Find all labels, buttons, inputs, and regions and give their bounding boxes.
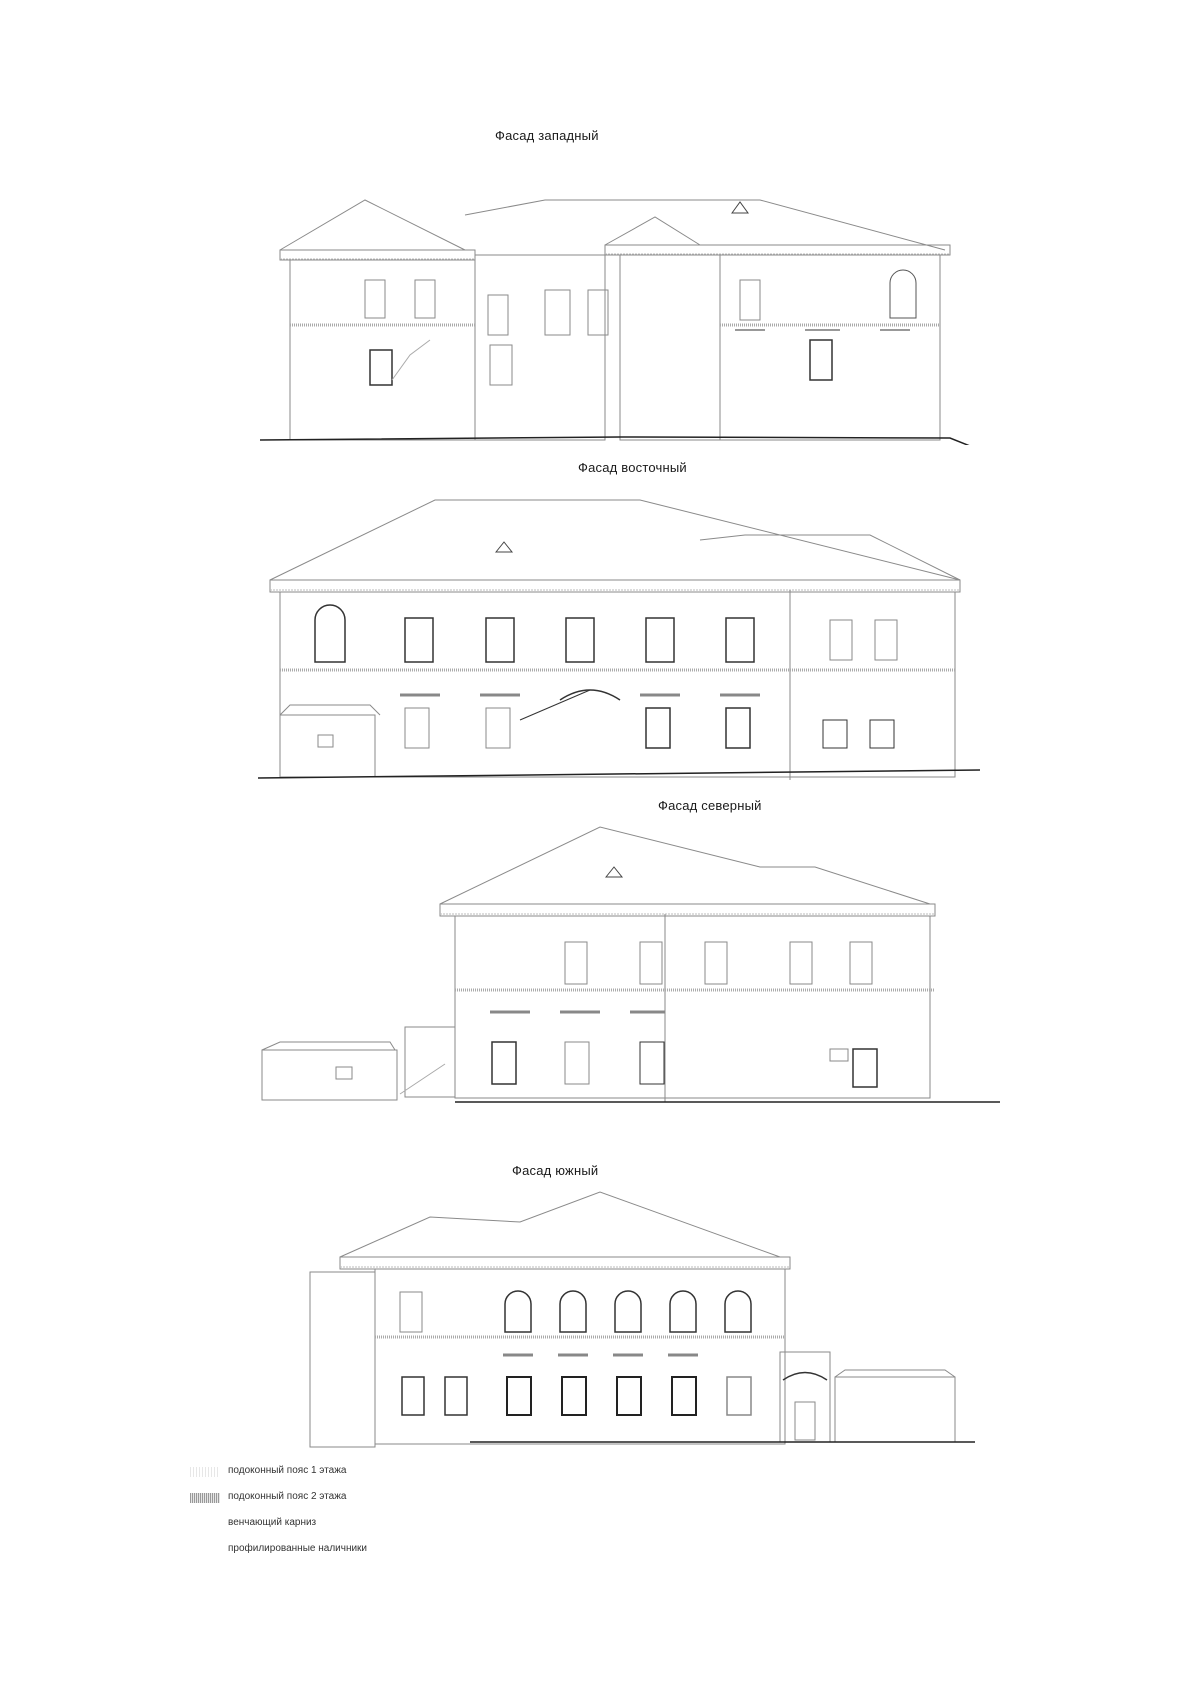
facade-title-south: Фасад южный — [512, 1163, 599, 1178]
facade-north-drawing — [0, 822, 1200, 1122]
legend-label: подоконный пояс 2 этажа — [228, 1491, 347, 1502]
legend-label: профилированные наличники — [228, 1543, 368, 1554]
facade-south-drawing — [0, 1182, 1200, 1452]
facade-title-east: Фасад восточный — [578, 460, 687, 475]
legend-label: венчающий карниз — [228, 1517, 317, 1528]
legend-swatch-dark — [190, 1493, 220, 1503]
legend-swatch-light — [190, 1467, 220, 1477]
facade-title-north: Фасад северный — [658, 798, 762, 813]
legend-label: подоконный пояс 1 этажа — [228, 1465, 347, 1476]
facade-west-drawing — [0, 155, 1200, 445]
facade-east-drawing — [0, 490, 1200, 800]
facade-title-west: Фасад западный — [495, 128, 599, 143]
